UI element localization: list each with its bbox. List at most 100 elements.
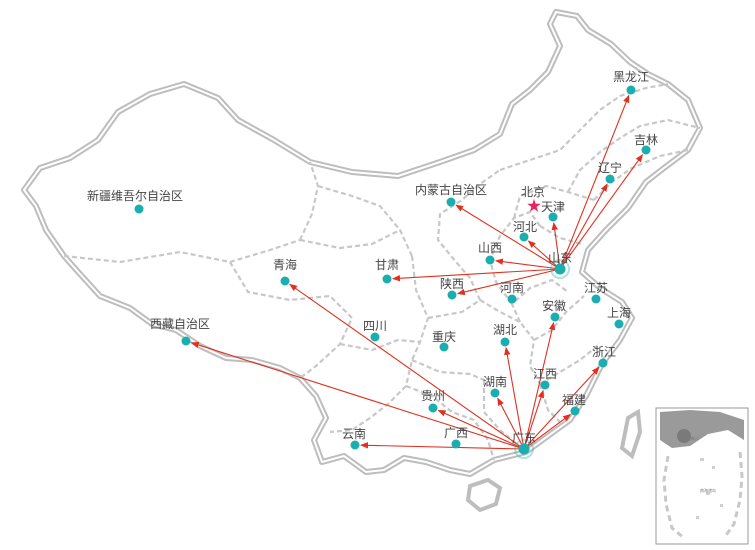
province-heilongjiang[interactable]: 黑龙江 (613, 70, 649, 95)
province-marker[interactable] (451, 439, 461, 449)
province-zhejiang[interactable]: 浙江 (592, 345, 616, 368)
province-shaanxi[interactable]: 陕西 (440, 276, 464, 300)
province-hunan[interactable]: 湖南 (483, 374, 507, 398)
province-jiangxi[interactable]: 江西 (533, 367, 557, 390)
province-marker[interactable] (605, 174, 615, 184)
province-marker[interactable] (598, 358, 608, 368)
route-guangdong-to-guizhou (437, 409, 525, 450)
province-guangdong[interactable]: 广东 (512, 431, 536, 459)
province-marker[interactable] (626, 85, 636, 95)
route-shandong-to-gansu (391, 268, 561, 282)
route-guangdong-to-yunnan (359, 442, 525, 450)
province-label: 江苏 (584, 281, 608, 295)
province-label: 云南 (342, 426, 366, 441)
route-guangdong-to-anhui (523, 321, 556, 450)
inset-label-nanhai: 南海诸岛 (700, 487, 716, 493)
province-marker[interactable] (447, 290, 457, 300)
province-hubei[interactable]: 湖北 (493, 322, 517, 347)
province-label: 广西 (444, 426, 468, 440)
province-jiangsu[interactable]: 江苏 (584, 281, 608, 304)
province-label: 湖南 (483, 374, 507, 389)
hainan-island (465, 477, 503, 513)
province-neimenggu[interactable]: 内蒙古自治区 (415, 182, 487, 207)
province-marker[interactable] (350, 440, 360, 450)
province-marker[interactable] (518, 443, 530, 455)
province-marker[interactable] (570, 406, 580, 416)
province-marker[interactable] (490, 388, 500, 398)
province-marker[interactable] (280, 276, 290, 286)
province-marker[interactable] (370, 332, 380, 342)
route-shandong-to-jilin (559, 154, 644, 270)
province-label: 湖北 (493, 322, 517, 337)
province-label: 安徽 (542, 298, 566, 313)
route-arrows (190, 94, 644, 450)
province-marker[interactable] (519, 232, 529, 242)
province-qinghai[interactable]: 青海 (273, 257, 297, 286)
province-label: 西藏自治区 (150, 317, 210, 331)
province-marker[interactable] (591, 294, 601, 304)
province-label: 重庆 (432, 330, 456, 344)
province-sichuan[interactable]: 四川 (363, 319, 387, 342)
province-xizang[interactable]: 西藏自治区 (150, 317, 210, 346)
route-shandong-to-neimenggu (455, 204, 561, 270)
province-marker[interactable] (382, 274, 392, 284)
province-fujian[interactable]: 福建 (562, 392, 586, 416)
province-shanghai[interactable]: 上海 (607, 305, 631, 329)
province-henan[interactable]: 河南 (500, 280, 524, 304)
province-marker[interactable] (548, 212, 558, 222)
province-label: 山西 (478, 241, 502, 255)
province-tianjin[interactable]: 天津 (541, 200, 565, 222)
province-marker[interactable] (134, 204, 144, 214)
province-label: 福建 (562, 392, 586, 407)
province-label: 内蒙古自治区 (415, 182, 487, 197)
province-shanxi[interactable]: 山西 (478, 241, 502, 265)
province-label: 辽宁 (598, 160, 622, 175)
province-marker[interactable] (446, 197, 456, 207)
province-anhui[interactable]: 安徽 (542, 298, 566, 322)
route-shandong-to-shanxi (494, 258, 561, 270)
province-marker[interactable] (439, 342, 449, 352)
province-marker[interactable] (540, 380, 550, 390)
route-guangdong-to-hunan (497, 397, 525, 450)
province-marker[interactable] (507, 294, 517, 304)
province-marker[interactable] (641, 145, 651, 155)
province-label: 上海 (607, 305, 631, 320)
province-marker[interactable] (500, 337, 510, 347)
province-label: 广东 (512, 431, 536, 445)
province-gansu[interactable]: 甘肃 (375, 258, 399, 284)
province-hebei[interactable]: 河北 (513, 220, 537, 242)
province-marker[interactable] (550, 312, 560, 322)
capital-star-icon (527, 199, 541, 212)
route-shandong-to-tianjin (551, 221, 561, 270)
capital-label: 北京 (521, 185, 545, 199)
route-guangdong-to-xizang (190, 341, 525, 450)
province-marker[interactable] (181, 336, 191, 346)
province-marker[interactable] (485, 255, 495, 265)
province-yunnan[interactable]: 云南 (342, 426, 366, 450)
taiwan-island (619, 408, 643, 460)
province-label: 天津 (541, 200, 565, 214)
province-jilin[interactable]: 吉林 (634, 133, 658, 155)
province-marker[interactable] (614, 319, 624, 329)
province-label: 江西 (533, 367, 557, 381)
route-guangdong-to-jiangxi (523, 389, 544, 450)
province-xinjiang[interactable]: 新疆维吾尔自治区 (87, 188, 183, 214)
province-marker[interactable] (554, 263, 566, 275)
route-guangdong-to-zhejiang (523, 366, 600, 450)
province-label: 河北 (513, 220, 537, 234)
china-outline (21, 9, 703, 477)
province-label: 新疆维吾尔自治区 (87, 188, 183, 203)
province-liaoning[interactable]: 辽宁 (598, 160, 622, 184)
province-label: 四川 (363, 319, 387, 333)
south-china-sea-inset: 南海诸岛 海口 (655, 407, 749, 545)
capital-beijing: 北京 (521, 185, 545, 212)
route-guangdong-to-fujian (523, 413, 571, 450)
province-shandong[interactable]: 山东 (548, 251, 572, 279)
province-label: 陕西 (440, 276, 464, 291)
province-label: 浙江 (592, 345, 616, 359)
province-guangxi[interactable]: 广西 (444, 426, 468, 449)
province-chongqing[interactable]: 重庆 (432, 330, 456, 352)
province-marker[interactable] (428, 403, 438, 413)
province-guizhou[interactable]: 贵州 (421, 389, 445, 413)
